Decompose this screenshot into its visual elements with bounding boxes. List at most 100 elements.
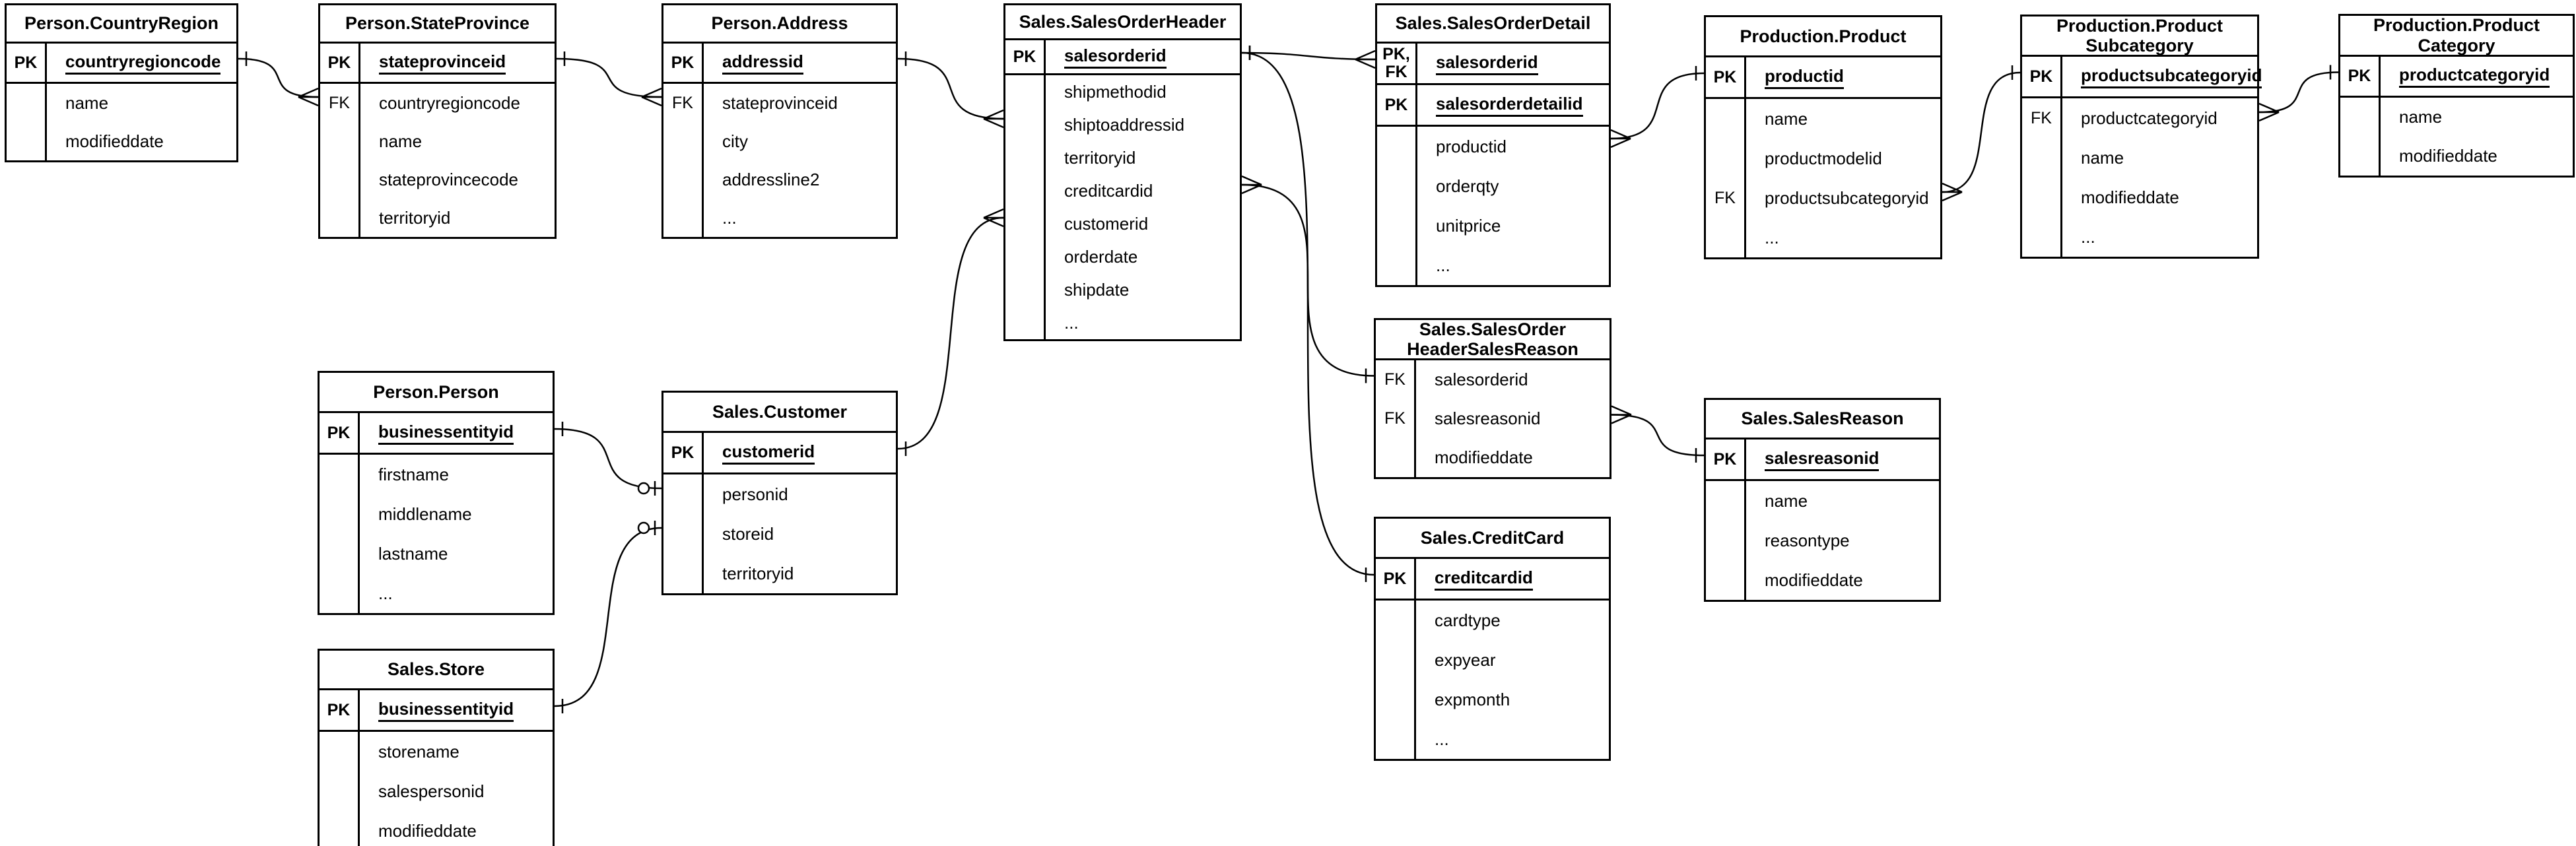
many-marker-sales_customer-to-sales_salesorderheader-to[interactable] bbox=[983, 208, 1004, 228]
field-row-etc[interactable]: ... bbox=[1377, 245, 1609, 285]
relationship-sales_salesorderdetail-to-production_product[interactable] bbox=[1610, 72, 1705, 140]
relationship-sales_customer-to-sales_salesorderheader[interactable] bbox=[897, 216, 1004, 450]
relationship-production_productsubcategory-to-production_productcategory[interactable] bbox=[2258, 71, 2339, 114]
field-row-territoryid[interactable]: territoryid bbox=[1005, 141, 1240, 174]
field-row-firstname[interactable]: firstname bbox=[320, 455, 553, 494]
field-row-orderqty[interactable]: orderqty bbox=[1377, 166, 1609, 206]
relationship-sales_salesorderheader-to-sales_salesorderdetail[interactable] bbox=[1241, 51, 1376, 61]
many-marker-sales_salesorderheader-to-sales_salesorderdetail-to[interactable] bbox=[1355, 49, 1376, 69]
many-marker-sales_salesorderdetail-to-production_product-from[interactable] bbox=[1610, 129, 1631, 148]
zero-marker-person_person-to-sales_customer-to[interactable] bbox=[637, 482, 650, 495]
field-row-etc[interactable]: ... bbox=[1706, 218, 1940, 257]
field-row-shiptoaddressid[interactable]: shiptoaddressid bbox=[1005, 108, 1240, 141]
field-row-salespersonid[interactable]: salespersonid bbox=[320, 771, 553, 811]
field-row-addressline2[interactable]: addressline2 bbox=[663, 160, 896, 199]
field-row-middlename[interactable]: middlename bbox=[320, 494, 553, 534]
field-row-shipmethodid[interactable]: shipmethodid bbox=[1005, 75, 1240, 108]
field-row-modifieddate[interactable]: modifieddate bbox=[320, 811, 553, 846]
many-marker-sales_salesorderheader-to-sales_salesorderheadersalesreason-from[interactable] bbox=[1241, 175, 1262, 195]
field-row-etc[interactable]: ... bbox=[320, 573, 553, 613]
field-row-territoryid[interactable]: territoryid bbox=[320, 199, 555, 237]
relationship-person_person-to-sales_customer[interactable] bbox=[554, 428, 662, 490]
relationship-person_countryregion-to-person_stateprovince[interactable] bbox=[238, 57, 319, 98]
many-marker-sales_salesorderheadersalesreason-to-sales_salesreason-from[interactable] bbox=[1611, 405, 1632, 424]
many-marker-person_stateprovince-to-person_address-to[interactable] bbox=[641, 87, 662, 107]
field-row-name[interactable]: name bbox=[1706, 481, 1939, 521]
field-row-territoryid[interactable]: territoryid bbox=[663, 554, 896, 593]
field-row-orderdate[interactable]: orderdate bbox=[1005, 240, 1240, 273]
zero-marker-sales_store-to-sales_customer-to[interactable] bbox=[637, 521, 650, 535]
many-marker-person_address-to-sales_salesorderheader-to[interactable] bbox=[983, 109, 1004, 129]
relationship-person_address-to-sales_salesorderheader[interactable] bbox=[897, 57, 1004, 120]
field-row-storename[interactable]: storename bbox=[320, 732, 553, 771]
field-row-productmodelid[interactable]: productmodelid bbox=[1706, 139, 1940, 178]
field-row-customerid[interactable]: customerid bbox=[1005, 207, 1240, 240]
field-row-lastname[interactable]: lastname bbox=[320, 534, 553, 573]
field-row-productid[interactable]: productid bbox=[1377, 127, 1609, 166]
many-marker-production_productsubcategory-to-production_productcategory-from[interactable] bbox=[2258, 102, 2280, 122]
relationship-sales_store-to-sales_customer[interactable] bbox=[554, 527, 662, 707]
field-row-unitprice[interactable]: unitprice bbox=[1377, 206, 1609, 245]
field-row-expyear[interactable]: expyear bbox=[1376, 640, 1609, 680]
field-row-creditcardid[interactable]: creditcardid bbox=[1005, 174, 1240, 207]
field-row-name[interactable]: name bbox=[2022, 138, 2257, 178]
field-row-expmonth[interactable]: expmonth bbox=[1376, 680, 1609, 719]
field-row-name[interactable]: name bbox=[320, 122, 555, 160]
field-row-etc[interactable]: ... bbox=[1005, 306, 1240, 339]
field-row-reasontype[interactable]: reasontype bbox=[1706, 521, 1939, 560]
field-row-modifieddate[interactable]: modifieddate bbox=[7, 122, 236, 160]
field-row-name[interactable]: name bbox=[7, 84, 236, 122]
field-row-modifieddate[interactable]: modifieddate bbox=[1706, 560, 1939, 600]
field-row-name[interactable]: name bbox=[2340, 98, 2573, 137]
field-row-stateprovincecode[interactable]: stateprovincecode bbox=[320, 160, 555, 199]
relationship-production_product-to-production_productsubcategory[interactable] bbox=[1942, 71, 2021, 193]
relationship-sales_salesorderheader-to-sales_creditcard[interactable] bbox=[1241, 51, 1374, 576]
field-row-etc[interactable]: ... bbox=[2022, 217, 2257, 257]
field-row-modifieddate[interactable]: modifieddate bbox=[2022, 178, 2257, 217]
field-row-modifieddate[interactable]: modifieddate bbox=[1376, 438, 1610, 477]
field-row-personid[interactable]: personid bbox=[663, 474, 896, 514]
many-marker-person_countryregion-to-person_stateprovince-to[interactable] bbox=[298, 87, 319, 107]
field-row-etc[interactable]: ... bbox=[1376, 719, 1609, 759]
many-marker-production_product-to-production_productsubcategory-from[interactable] bbox=[1942, 182, 1963, 202]
relationship-sales_salesorderheader-to-sales_salesorderheadersalesreason[interactable] bbox=[1241, 183, 1374, 377]
field-row-city[interactable]: city bbox=[663, 122, 896, 160]
field-row-etc[interactable]: ... bbox=[663, 199, 896, 237]
field-row-storeid[interactable]: storeid bbox=[663, 514, 896, 554]
relationship-person_stateprovince-to-person_address[interactable] bbox=[556, 57, 662, 98]
field-row-cardtype[interactable]: cardtype bbox=[1376, 601, 1609, 640]
relationship-sales_salesorderheadersalesreason-to-sales_salesreason[interactable] bbox=[1611, 414, 1705, 457]
field-row-shipdate[interactable]: shipdate bbox=[1005, 273, 1240, 306]
